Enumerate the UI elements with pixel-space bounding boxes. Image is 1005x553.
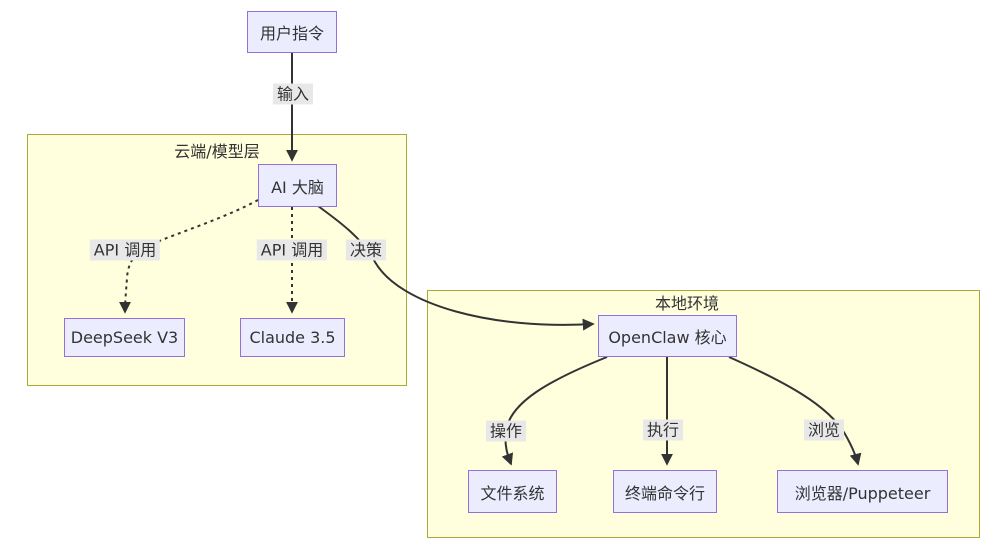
node-browser-puppeteer: 浏览器/Puppeteer — [777, 470, 948, 513]
node-user-command: 用户指令 — [247, 11, 337, 53]
cluster-cloud-model-layer-title: 云端/模型层 — [174, 142, 260, 161]
edge-decision-arrow — [317, 205, 595, 331]
edge-operate-arrow — [501, 356, 608, 466]
node-file-system: 文件系统 — [468, 470, 557, 513]
edge-label-execute: 执行 — [642, 419, 684, 441]
cluster-local-environment-title: 本地环境 — [654, 294, 720, 313]
node-openclaw-core: OpenClaw 核心 — [598, 315, 737, 357]
edge-label-operate: 操作 — [485, 420, 527, 442]
node-deepseek-v3: DeepSeek V3 — [64, 318, 185, 357]
edge-label-api-call-deepseek: API 调用 — [89, 239, 161, 261]
edge-label-browse: 浏览 — [803, 419, 845, 441]
edge-browse-arrow — [728, 356, 862, 466]
node-terminal-cli: 终端命令行 — [613, 470, 717, 513]
node-claude-35: Claude 3.5 — [240, 318, 345, 357]
edge-label-decision: 决策 — [345, 239, 387, 261]
edge-api-call-deepseek-arrow — [119, 199, 259, 314]
edge-label-api-call-claude: API 调用 — [256, 239, 328, 261]
edge-label-input: 输入 — [272, 83, 314, 105]
node-ai-brain: AI 大脑 — [258, 164, 337, 207]
